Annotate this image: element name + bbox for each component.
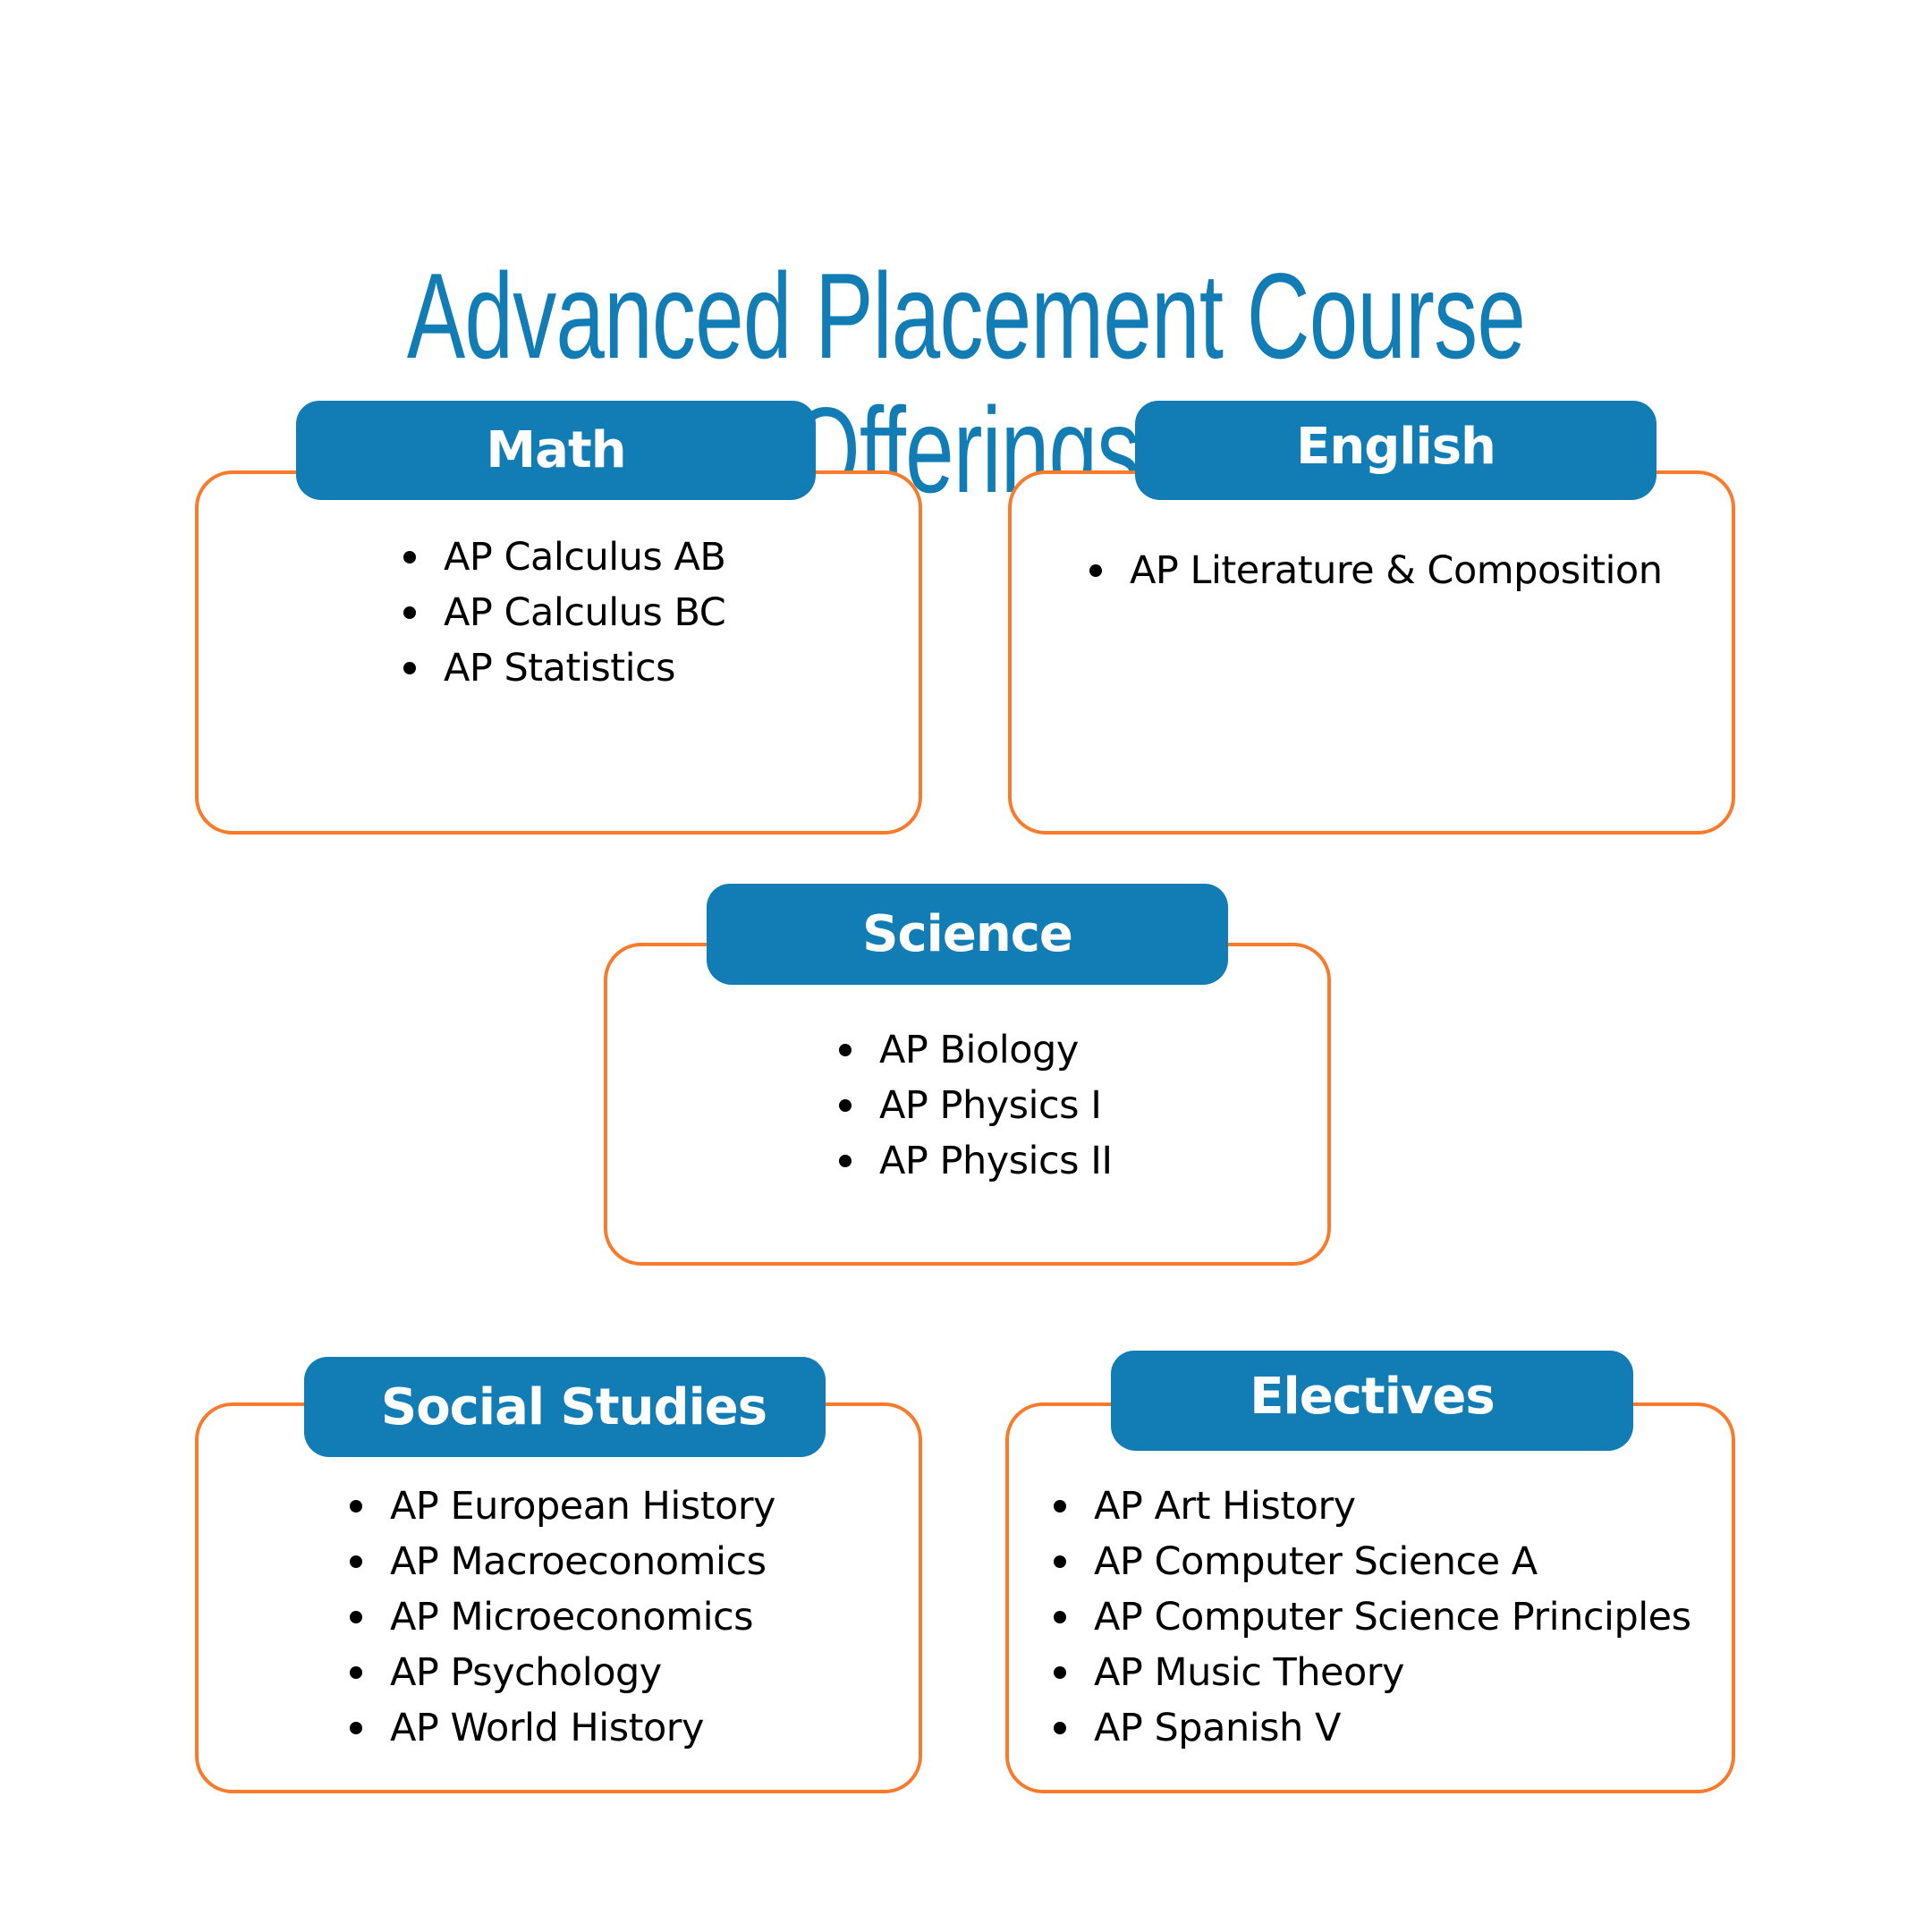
english-card <box>1008 470 1735 835</box>
list-item: AP Calculus AB <box>402 530 726 585</box>
math-list: AP Calculus AB AP Calculus BC AP Statist… <box>402 530 726 696</box>
list-item: AP Calculus BC <box>402 585 726 640</box>
list-item: AP World History <box>350 1700 775 1756</box>
list-item: AP Art History <box>1054 1479 1691 1534</box>
list-item: AP Biology <box>839 1022 1113 1078</box>
list-item: AP Physics I <box>839 1078 1113 1133</box>
science-list: AP Biology AP Physics I AP Physics II <box>839 1022 1113 1189</box>
list-item: AP Computer Science A <box>1054 1534 1691 1589</box>
list-item: AP European History <box>350 1479 775 1534</box>
english-header: English <box>1135 401 1657 500</box>
math-card <box>195 470 922 835</box>
list-item: AP Psychology <box>350 1645 775 1700</box>
electives-list: AP Art History AP Computer Science A AP … <box>1054 1479 1691 1756</box>
list-item: AP Literature & Composition <box>1089 543 1663 598</box>
page-title: Advanced Placement Course Offerings <box>406 248 1526 518</box>
list-item: AP Music Theory <box>1054 1645 1691 1700</box>
list-item: AP Physics II <box>839 1133 1113 1189</box>
math-header: Math <box>296 401 816 500</box>
social-studies-card <box>195 1402 922 1793</box>
electives-header: Electives <box>1111 1351 1633 1451</box>
science-header: Science <box>707 884 1228 985</box>
list-item: AP Statistics <box>402 640 725 696</box>
list-item: AP Microeconomics <box>350 1589 775 1645</box>
electives-card <box>1005 1402 1735 1793</box>
list-item: AP Computer Science Principles <box>1054 1589 1691 1645</box>
list-item: AP Spanish V <box>1054 1700 1691 1756</box>
social-studies-list: AP European History AP Macroeconomics AP… <box>350 1479 775 1756</box>
english-list: AP Literature & Composition <box>1089 543 1663 598</box>
social-studies-header: Social Studies <box>304 1357 826 1457</box>
list-item: AP Macroeconomics <box>350 1534 775 1589</box>
